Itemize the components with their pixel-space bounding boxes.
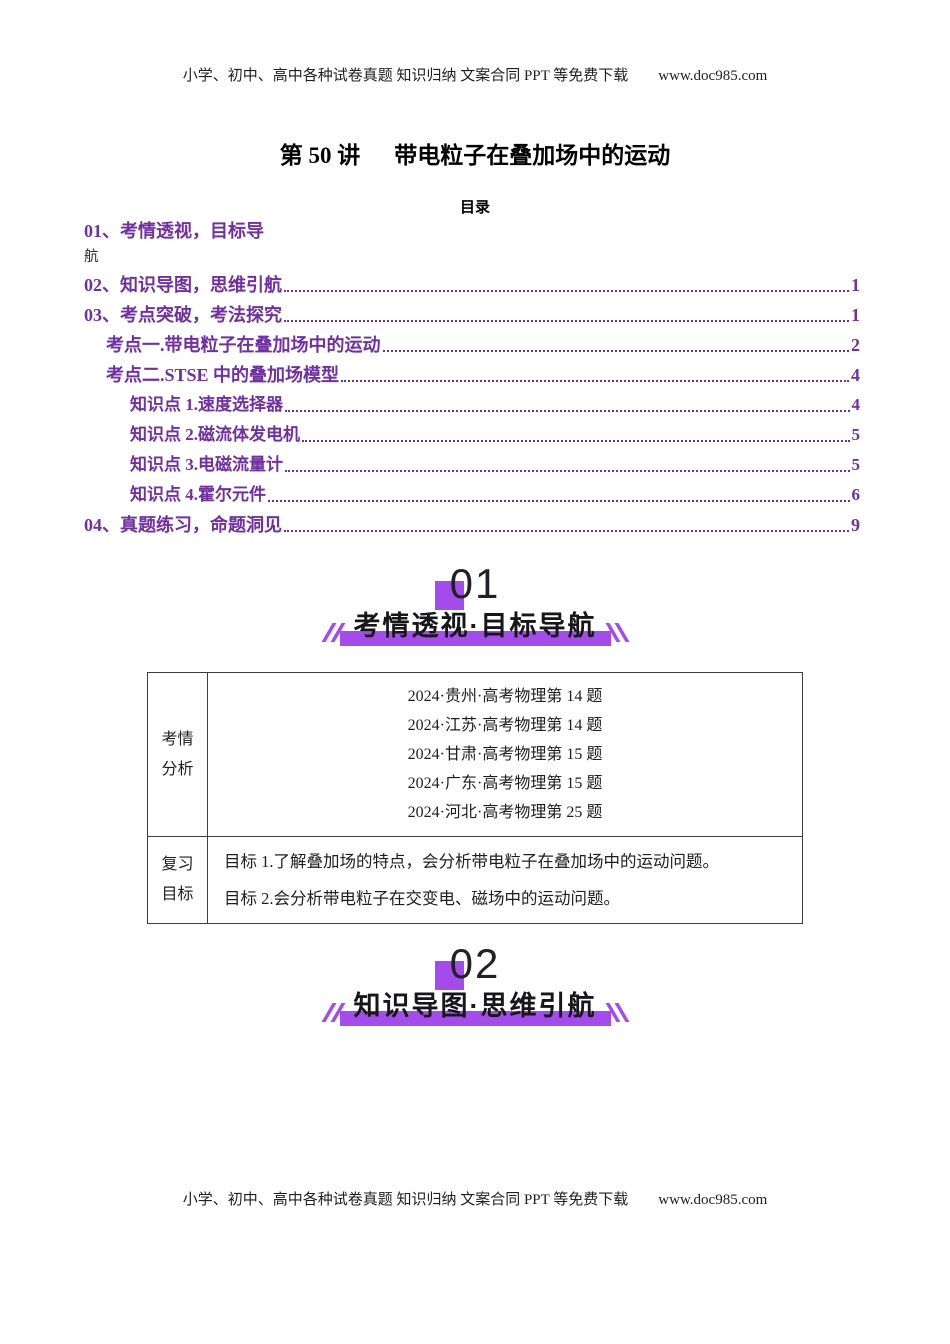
section-02-title-row: 知识导图·思维引航 [0, 990, 950, 1026]
toc-item-label: 知识点 4.霍尔元件 [130, 485, 266, 504]
section-02-title: 知识导图·思维引航 [339, 990, 611, 1026]
toc-item-label: 知识点 3.电磁流量计 [130, 455, 283, 474]
exam-entry: 2024·河北·高考物理第 25 题 [407, 804, 603, 821]
doc-title-lecture-number: 第 50 讲 [279, 143, 361, 168]
header-url-link[interactable]: www.doc985.com [658, 68, 768, 84]
footer-url-link[interactable]: www.doc985.com [658, 1192, 768, 1208]
section-01-number-badge: 01 [434, 560, 501, 610]
toc-page-number: 4 [851, 365, 860, 385]
toc-item-7[interactable]: 知识点 3.电磁流量计 5 [84, 450, 860, 480]
exam-analysis-content-cell: 2024·贵州·高考物理第 14 题 2024·江苏·高考物理第 14 题 20… [207, 672, 803, 837]
toc-dot-leader [284, 320, 849, 322]
toc-item-label: 考点一.带电粒子在叠加场中的运动 [106, 335, 381, 355]
toc-dot-leader [341, 380, 849, 382]
table-of-contents: 01、考情透视，目标导 航 02、知识导图，思维引航 1 03、考点突破，考法探… [84, 216, 860, 540]
toc-dot-leader [285, 470, 850, 472]
header-tagline: 小学、初中、高中各种试卷真题 知识归纳 文案合同 PPT 等免费下载 [182, 68, 629, 84]
toc-item-label: 知识点 2.磁流体发电机 [130, 425, 300, 444]
section-02-number-badge: 02 [434, 940, 501, 990]
exam-entry: 2024·贵州·高考物理第 14 题 [407, 688, 603, 705]
exam-entry: 2024·江苏·高考物理第 14 题 [407, 717, 603, 734]
exam-info-table: 考情 分析 2024·贵州·高考物理第 14 题 2024·江苏·高考物理第 1… [147, 672, 803, 924]
section-01-number: 01 [449, 560, 501, 607]
toc-item-label: 考点二.STSE 中的叠加场模型 [106, 365, 340, 385]
site-footer: 小学、初中、高中各种试卷真题 知识归纳 文案合同 PPT 等免费下载 www.do… [0, 1188, 950, 1209]
toc-dot-leader [382, 350, 849, 352]
section-02-number: 02 [449, 940, 501, 987]
slash-decoration-left-icon [321, 1003, 345, 1022]
purple-square-icon [434, 581, 464, 610]
toc-dot-leader [268, 500, 850, 502]
title-highlight-bar [339, 1011, 611, 1026]
review-goal-line: 目标 1.了解叠加场的特点，会分析带电粒子在叠加场中的运动问题。 [224, 852, 719, 871]
toc-item-5[interactable]: 知识点 1.速度选择器 4 [84, 390, 860, 420]
site-header: 小学、初中、高中各种试卷真题 知识归纳 文案合同 PPT 等免费下载 www.do… [0, 64, 950, 85]
toc-item-label: 04、真题练习，命题洞见 [84, 515, 282, 535]
section-01-title-row: 考情透视·目标导航 [0, 610, 950, 646]
review-goal-content-cell: 目标 1.了解叠加场的特点，会分析带电粒子在叠加场中的运动问题。 目标 2.会分… [207, 836, 803, 924]
toc-page-number: 4 [851, 395, 861, 414]
toc-item-1[interactable]: 02、知识导图，思维引航 1 [84, 270, 860, 300]
toc-heading: 目录 [459, 200, 490, 216]
toc-page-number: 6 [851, 485, 861, 504]
toc-item-6[interactable]: 知识点 2.磁流体发电机 5 [84, 420, 860, 450]
toc-item-label: 知识点 1.速度选择器 [130, 395, 283, 414]
toc-page-number: 9 [851, 515, 860, 535]
toc-page-number: 1 [851, 275, 860, 295]
toc-dot-leader [284, 530, 849, 532]
toc-item-label: 02、知识导图，思维引航 [84, 275, 282, 295]
slash-decoration-right-icon [605, 1003, 629, 1022]
toc-page-number: 5 [851, 455, 861, 474]
exam-entry: 2024·甘肃·高考物理第 15 题 [407, 746, 603, 763]
toc-item-8[interactable]: 知识点 4.霍尔元件 6 [84, 480, 860, 510]
exam-analysis-header-line: 分析 [161, 760, 194, 778]
toc-item-label: 01、考情透视，目标导 [84, 221, 264, 241]
toc-page-number: 5 [851, 425, 861, 444]
exam-analysis-row: 考情 分析 2024·贵州·高考物理第 14 题 2024·江苏·高考物理第 1… [147, 672, 803, 837]
exam-entry: 2024·广东·高考物理第 15 题 [407, 775, 603, 792]
review-goal-line: 目标 2.会分析带电粒子在交变电、磁场中的运动问题。 [224, 889, 620, 908]
toc-item-3[interactable]: 考点一.带电粒子在叠加场中的运动 2 [84, 330, 860, 360]
toc-dot-leader [285, 410, 850, 412]
review-goal-header-line: 复习 [161, 856, 194, 873]
section-01-header: 01 考情透视·目标导航 [0, 560, 950, 646]
toc-page-number: 2 [851, 335, 860, 355]
title-highlight-bar [339, 631, 611, 646]
review-goal-row: 复习 目标 目标 1.了解叠加场的特点，会分析带电粒子在叠加场中的运动问题。 目… [147, 836, 803, 924]
toc-item-9[interactable]: 04、真题练习，命题洞见 9 [84, 510, 860, 540]
exam-analysis-header-line: 考情 [161, 730, 194, 748]
doc-title: 第 50 讲 带电粒子在叠加场中的运动 [0, 136, 950, 170]
toc-item-4[interactable]: 考点二.STSE 中的叠加场模型 4 [84, 360, 860, 390]
section-01-title: 考情透视·目标导航 [339, 610, 611, 646]
toc-dot-leader [302, 440, 850, 442]
slash-decoration-left-icon [321, 623, 345, 642]
toc-item-0-wrapped-text: 航 [84, 249, 99, 265]
exam-analysis-header-cell: 考情 分析 [147, 672, 208, 837]
toc-dot-leader [284, 290, 849, 292]
slash-decoration-right-icon [605, 623, 629, 642]
toc-item-2[interactable]: 03、考点突破，考法探究 1 [84, 300, 860, 330]
doc-title-topic: 带电粒子在叠加场中的运动 [394, 143, 671, 168]
review-goal-header-cell: 复习 目标 [147, 836, 208, 924]
toc-item-label: 03、考点突破，考法探究 [84, 305, 282, 325]
section-02-header: 02 知识导图·思维引航 [0, 940, 950, 1026]
footer-tagline: 小学、初中、高中各种试卷真题 知识归纳 文案合同 PPT 等免费下载 [182, 1192, 629, 1208]
toc-item-0[interactable]: 01、考情透视，目标导 [84, 216, 860, 246]
purple-square-icon [434, 961, 464, 990]
review-goal-header-line: 目标 [161, 886, 194, 903]
toc-page-number: 1 [851, 305, 860, 325]
